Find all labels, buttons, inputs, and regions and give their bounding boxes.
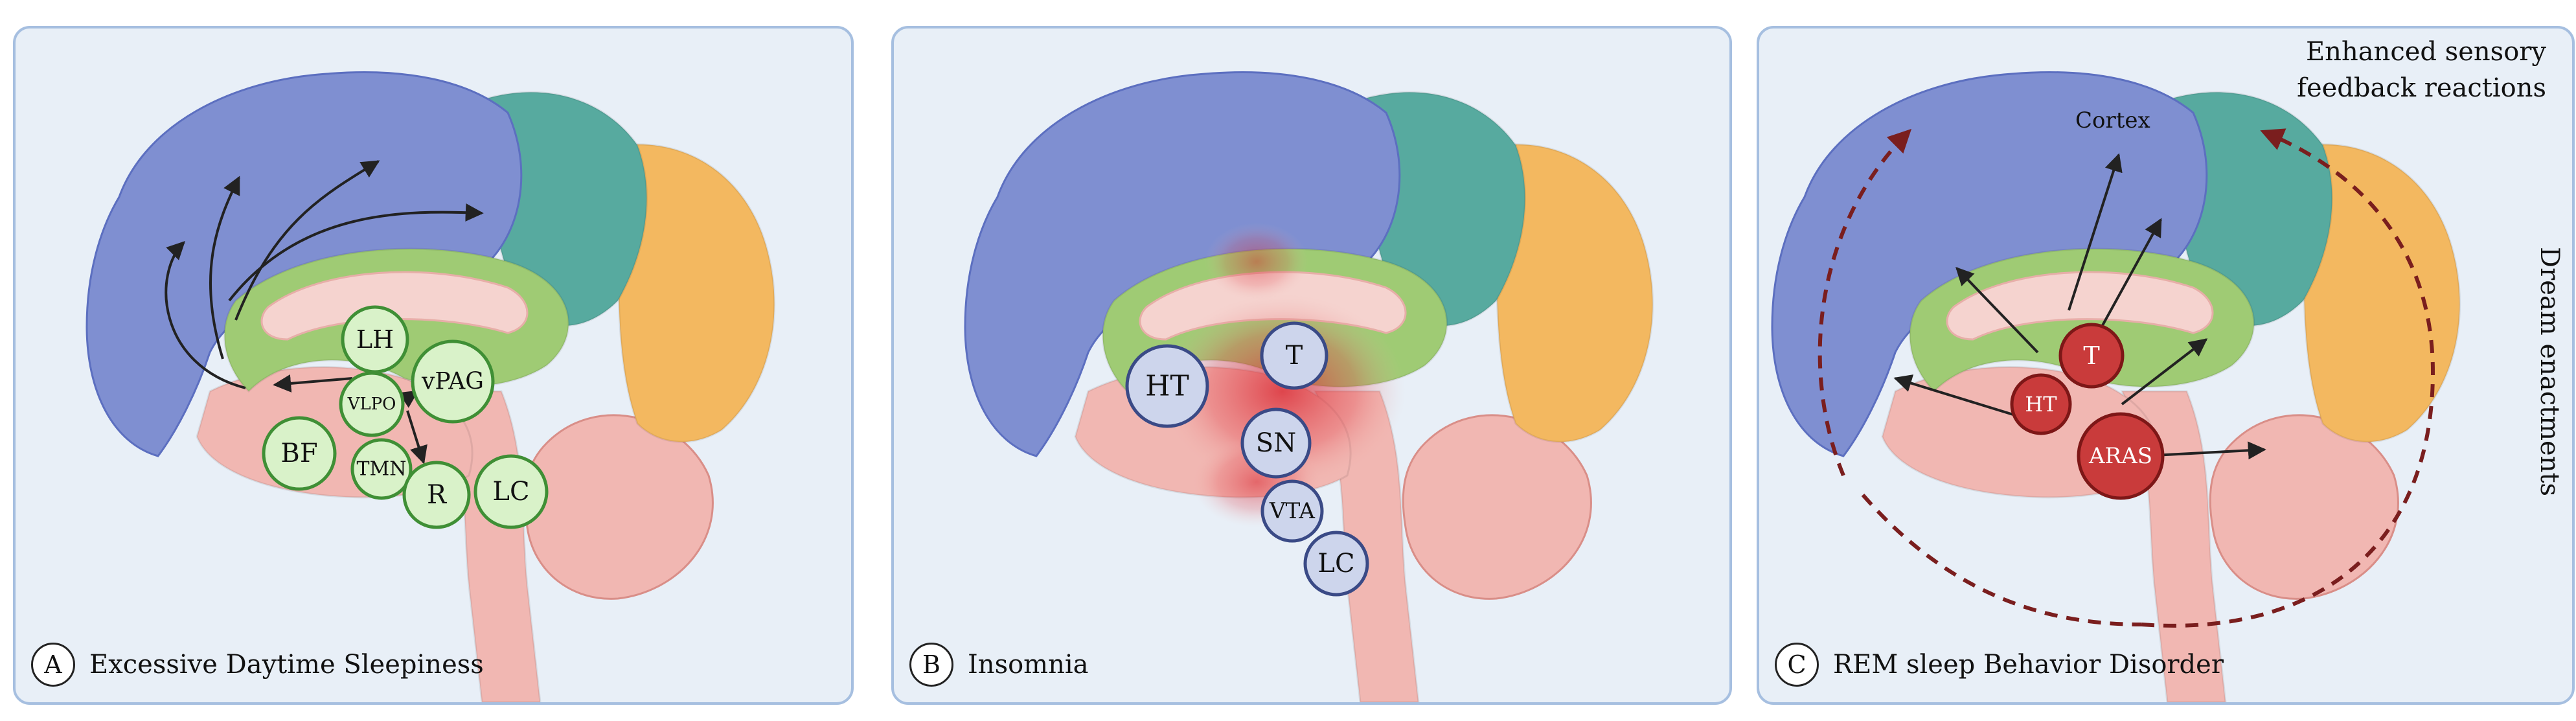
node-label-bf: BF [280, 439, 317, 468]
node-lh: LH [341, 305, 409, 374]
node-label-tmn: TMN [357, 458, 407, 481]
node-label-t: T [2083, 341, 2099, 370]
panel-letter-b: B [909, 643, 953, 687]
node-ht: HT [1125, 344, 1209, 428]
node-label-vta: VTA [1269, 498, 1315, 524]
occipital-lobe [617, 143, 776, 443]
cortex-label: Cortex [2075, 108, 2150, 133]
node-label-vpag: vPAG [421, 369, 484, 395]
node-sn: SN [1240, 407, 1312, 479]
node-label-aras: ARAS [2088, 443, 2152, 469]
caption-b: B Insomnia [909, 643, 1089, 687]
feedback-label-line-1: Enhanced sensory [2305, 37, 2546, 67]
node-bf: BF [262, 416, 337, 491]
projection-arrows-a [165, 160, 484, 464]
brain-illustration-a: LH VLPO vPAG BF TMN R LC [85, 71, 776, 702]
node-vta: VTA [1260, 479, 1324, 543]
feedback-dashed-arrows [1818, 128, 2435, 628]
caption-c: C REM sleep Behavior Disorder [1775, 643, 2224, 687]
node-vpag: vPAG [411, 339, 495, 424]
node-label-lc: LC [492, 477, 529, 507]
node-label-t: T [1286, 341, 1303, 371]
corpus-callosum [1946, 271, 2214, 341]
caption-text-a: Excessive Daytime Sleepiness [89, 650, 484, 680]
node-label-sn: SN [1256, 428, 1296, 458]
occipital-lobe [2303, 143, 2461, 443]
panel-excessive-daytime-sleepiness: LH VLPO vPAG BF TMN R LC A Excessive Daytime S… [13, 26, 854, 705]
node-label-ht: HT [2025, 392, 2057, 417]
sagittal-brain-c [1771, 71, 2461, 702]
panel-letter-a: A [31, 643, 75, 687]
panel-rem-sleep-behavior-disorder: T HT ARAS Cortex Enhanced sensory feedback… [1757, 26, 2575, 705]
occipital-lobe [1496, 143, 1654, 443]
node-r: R [402, 461, 471, 529]
node-tmn: TMN [350, 438, 413, 500]
feedback-label-line-2: feedback reactions [2297, 73, 2546, 103]
dream-enactments-label: Dream enactments [2535, 247, 2564, 497]
caption-a: A Excessive Daytime Sleepiness [31, 643, 484, 687]
activation-glow [1159, 223, 1406, 527]
node-label-r: R [427, 480, 448, 510]
node-label-lh: LH [356, 325, 394, 354]
node-label-vlpo: VLPO [347, 395, 396, 414]
panel-letter-c: C [1775, 643, 1819, 687]
node-vlpo: VLPO [339, 371, 405, 437]
node-ht: HT [2010, 373, 2072, 435]
node-t: T [2058, 323, 2125, 389]
brain-illustration-c: T HT ARAS [1771, 71, 2461, 702]
caption-text-b: Insomnia [968, 650, 1089, 680]
feedback-label: Enhanced sensory feedback reactions [2297, 34, 2546, 106]
node-label-lc: LC [1317, 549, 1354, 578]
node-aras: ARAS [2077, 412, 2165, 500]
node-lc: LC [473, 454, 549, 529]
corpus-callosum [260, 271, 529, 341]
node-label-ht: HT [1145, 370, 1189, 403]
node-lc: LC [1303, 531, 1369, 597]
projection-arrows-c [1893, 153, 2266, 460]
caption-text-c: REM sleep Behavior Disorder [1833, 650, 2224, 680]
node-t: T [1260, 321, 1328, 390]
